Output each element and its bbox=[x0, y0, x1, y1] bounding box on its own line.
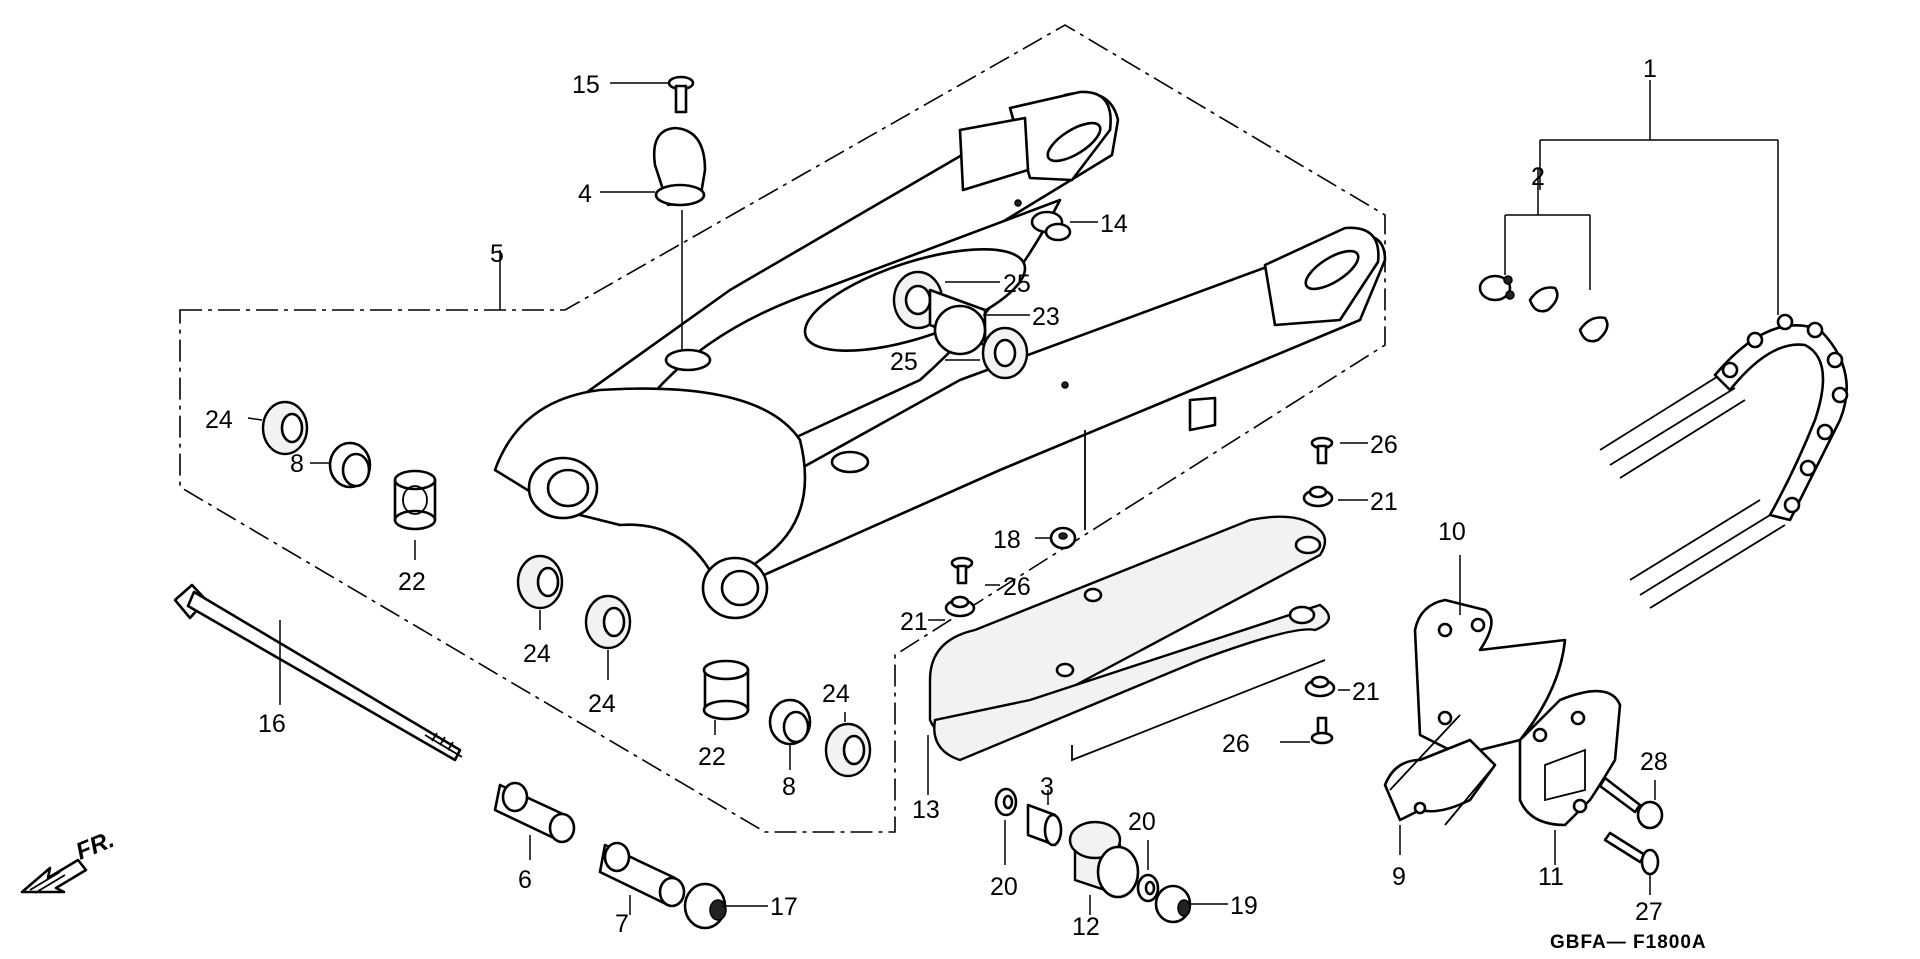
label-part-9: 9 bbox=[1392, 863, 1406, 891]
label-part-24-mid-left: 24 bbox=[523, 640, 551, 668]
guide-plate-9 bbox=[1383, 714, 1497, 826]
leader-lines bbox=[247, 80, 1779, 915]
collar-3 bbox=[1026, 803, 1063, 847]
label-part-16: 16 bbox=[258, 710, 286, 738]
label-part-19: 19 bbox=[1230, 892, 1258, 920]
bolt-15 bbox=[667, 75, 695, 114]
label-part-10: 10 bbox=[1438, 518, 1466, 546]
washer-21-b bbox=[944, 595, 976, 618]
label-part-26-upper: 26 bbox=[1370, 431, 1398, 459]
bolt-26-c bbox=[1310, 716, 1334, 745]
collar-6 bbox=[493, 781, 576, 844]
label-part-28: 28 bbox=[1640, 748, 1668, 776]
front-direction-arrow-icon bbox=[20, 858, 88, 894]
label-part-8-lower: 8 bbox=[782, 773, 796, 801]
label-part-6: 6 bbox=[518, 866, 532, 894]
label-part-8-upper: 8 bbox=[290, 450, 304, 478]
hose-clamp-4 bbox=[652, 126, 707, 350]
part-labels: 1 2 3 4 5 6 7 8 8 9 10 11 12 13 14 15 16… bbox=[205, 55, 1668, 941]
washer-21-c bbox=[1304, 675, 1336, 698]
bolt-26-b bbox=[950, 556, 974, 585]
bearing-24-upper-left bbox=[261, 400, 309, 456]
collar-7 bbox=[598, 841, 686, 908]
label-part-23: 23 bbox=[1032, 303, 1060, 331]
label-part-21-lower: 21 bbox=[1352, 678, 1380, 706]
label-part-24-upper-left: 24 bbox=[205, 406, 233, 434]
pivot-bolt-16 bbox=[173, 583, 463, 762]
label-part-13: 13 bbox=[912, 796, 940, 824]
label-part-14: 14 bbox=[1100, 210, 1128, 238]
label-part-21-middle: 21 bbox=[900, 608, 928, 636]
plug-14 bbox=[1030, 210, 1072, 242]
label-part-25-upper: 25 bbox=[1003, 270, 1031, 298]
label-part-18: 18 bbox=[993, 526, 1021, 554]
label-part-17: 17 bbox=[770, 893, 798, 921]
nut-17 bbox=[683, 882, 727, 930]
bolt-28 bbox=[1598, 776, 1664, 830]
chain-guide-10 bbox=[1413, 598, 1567, 757]
label-part-3: 3 bbox=[1040, 773, 1054, 801]
label-part-1: 1 bbox=[1643, 55, 1657, 83]
bearings-24-mid bbox=[516, 554, 632, 650]
label-part-12: 12 bbox=[1072, 913, 1100, 941]
washer-20-left bbox=[994, 787, 1018, 817]
label-part-27: 27 bbox=[1635, 898, 1663, 926]
label-part-26-lower: 26 bbox=[1222, 730, 1250, 758]
label-part-11: 11 bbox=[1538, 863, 1564, 891]
collar-8-upper bbox=[328, 441, 372, 489]
front-direction-label: FR. bbox=[72, 826, 118, 866]
label-part-7: 7 bbox=[615, 910, 629, 938]
bearing-set-23-25 bbox=[892, 270, 1029, 380]
chain-slider-13 bbox=[928, 430, 1330, 762]
label-part-26-middle: 26 bbox=[1003, 573, 1031, 601]
washer-20-right bbox=[1136, 873, 1160, 903]
label-part-4: 4 bbox=[578, 180, 592, 208]
nut-19 bbox=[1154, 884, 1192, 924]
label-part-21-upper: 21 bbox=[1370, 488, 1398, 516]
needle-bearing-22-upper bbox=[393, 469, 437, 531]
roller-12 bbox=[1068, 820, 1140, 899]
washer-21-a bbox=[1302, 485, 1334, 508]
drive-chain-1 bbox=[1599, 313, 1849, 609]
label-part-22-upper: 22 bbox=[398, 568, 426, 596]
label-part-2: 2 bbox=[1531, 163, 1545, 191]
label-part-22-lower: 22 bbox=[698, 743, 726, 771]
figure-code: GBFA— F1800A bbox=[1550, 932, 1707, 953]
label-part-25-lower: 25 bbox=[890, 348, 918, 376]
master-link-2 bbox=[1478, 274, 1609, 343]
label-part-15: 15 bbox=[572, 71, 600, 99]
label-part-24-mid-right: 24 bbox=[588, 690, 616, 718]
label-part-24-lower: 24 bbox=[822, 680, 850, 708]
label-part-20-left: 20 bbox=[990, 873, 1018, 901]
label-part-20-right: 20 bbox=[1128, 808, 1156, 836]
lower-bearing-group bbox=[702, 659, 872, 778]
swingarm-assembly-outline bbox=[179, 24, 1386, 833]
bolt-26-a bbox=[1310, 436, 1334, 465]
label-part-5: 5 bbox=[490, 240, 504, 268]
swingarm bbox=[493, 90, 1387, 620]
grommet-18 bbox=[1049, 526, 1077, 550]
screw-27 bbox=[1603, 831, 1660, 876]
